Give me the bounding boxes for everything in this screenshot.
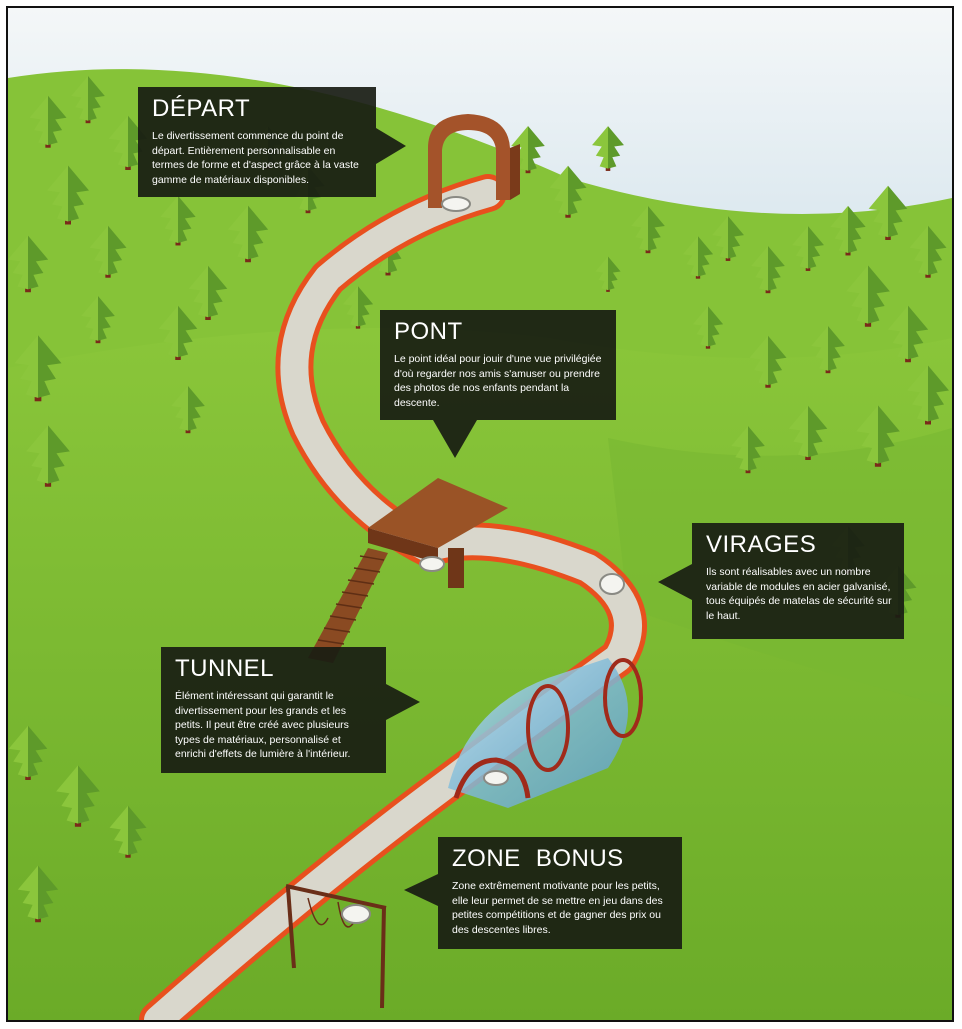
callout-zone-bonus-text: Zone extrêmement motivante pour les peti… <box>452 880 663 936</box>
tree <box>856 405 900 467</box>
tree <box>17 865 59 923</box>
callout-tunnel-text: Élément intéressant qui garantit le dive… <box>175 690 351 760</box>
callout-tunnel-pointer <box>386 684 420 720</box>
tree <box>751 246 785 294</box>
tree <box>81 296 115 344</box>
tree <box>792 226 824 271</box>
tree <box>811 326 845 374</box>
callout-virages: VIRAGES Ils sont réalisables avec un nom… <box>692 523 904 639</box>
tree <box>549 165 587 218</box>
callout-pont: PONT Le point idéal pour jouir d'une vue… <box>380 310 616 420</box>
tree <box>227 205 269 263</box>
tree <box>749 335 787 388</box>
tree <box>788 405 828 460</box>
callout-zone-bonus: ZONE BONUS Zone extrêmement motivante po… <box>438 837 682 949</box>
tree <box>592 126 624 171</box>
tree <box>342 286 374 329</box>
illustration-frame: DÉPART Le divertissement commence du poi… <box>6 6 954 1022</box>
callout-depart: DÉPART Le divertissement commence du poi… <box>138 87 376 197</box>
tree <box>71 76 105 124</box>
callout-virages-title: VIRAGES <box>706 531 817 558</box>
tree <box>188 265 228 320</box>
tree <box>692 306 724 349</box>
callout-tunnel-title: TUNNEL <box>175 655 275 682</box>
bridge <box>308 478 508 663</box>
tree <box>47 165 89 225</box>
tree <box>712 216 744 261</box>
tree <box>595 256 621 292</box>
tree <box>907 365 949 425</box>
callout-virages-text: Ils sont réalisables avec un nombre vari… <box>706 566 892 622</box>
callout-pont-pointer <box>433 420 477 458</box>
tree <box>887 305 929 363</box>
tree <box>868 185 908 240</box>
tree <box>909 225 947 278</box>
tree <box>171 386 205 434</box>
callout-zone-bonus-pointer <box>404 874 438 906</box>
callout-depart-pointer <box>376 128 406 164</box>
callout-depart-title: DÉPART <box>152 95 251 122</box>
tree <box>830 205 866 256</box>
callout-depart-text: Le divertissement commence du point de d… <box>152 130 359 186</box>
tree <box>89 225 127 278</box>
tree <box>731 426 765 474</box>
tree <box>8 235 49 293</box>
tree <box>8 725 48 780</box>
bonus-frame <box>285 884 387 1009</box>
tree <box>56 765 100 827</box>
toboggan-track <box>139 174 647 1020</box>
tree <box>14 335 62 402</box>
tree <box>846 265 890 327</box>
tree <box>158 305 198 360</box>
tree <box>108 115 148 170</box>
callout-tunnel: TUNNEL Élément intéressant qui garantit … <box>161 647 386 773</box>
tree <box>26 425 70 487</box>
tree <box>160 195 196 246</box>
callout-zone-bonus-title: ZONE BONUS <box>452 845 624 872</box>
toboggan-scene <box>8 8 952 1020</box>
tree <box>109 805 147 858</box>
tree <box>631 206 665 254</box>
callout-virages-pointer <box>658 564 692 600</box>
tree <box>29 95 67 148</box>
start-arch <box>428 114 520 208</box>
callout-pont-title: PONT <box>394 318 463 345</box>
tyres <box>341 196 625 924</box>
tree <box>682 236 714 279</box>
callout-pont-text: Le point idéal pour jouir d'une vue priv… <box>394 353 602 409</box>
